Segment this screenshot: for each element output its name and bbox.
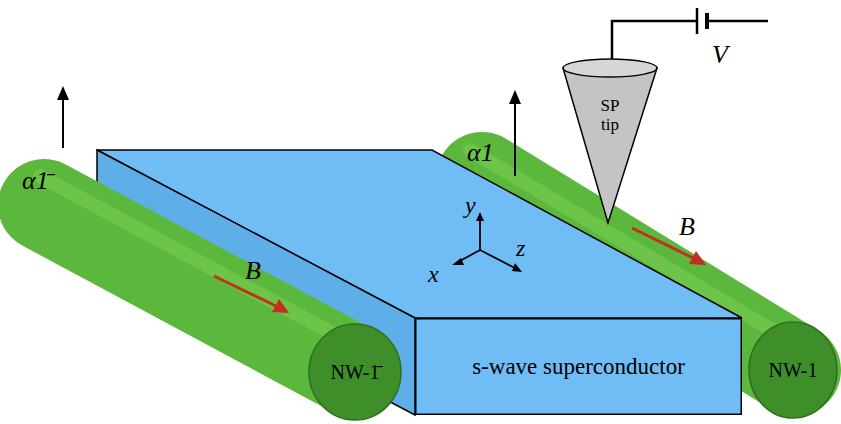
probe-tip: SP tip	[562, 58, 658, 224]
axis-label: z	[516, 236, 525, 260]
node-text: SP tip	[590, 97, 630, 134]
arrowhead	[452, 258, 464, 265]
arrowhead	[512, 263, 522, 272]
spin-label: α1	[467, 140, 494, 166]
alpha-arrow	[62, 96, 64, 148]
nanowire-end: NW-1	[747, 320, 839, 420]
nanowire-end: NW-1̄	[307, 322, 403, 422]
battery-plate	[696, 8, 699, 34]
arrowhead	[272, 299, 289, 313]
axis-line	[479, 218, 481, 250]
nanowire-body	[44, 205, 355, 372]
voltage-label: V	[712, 42, 728, 68]
alpha-arrow	[514, 100, 516, 176]
node-text: NW-1̄	[331, 361, 380, 383]
arrowhead	[476, 212, 484, 221]
spin-label: α1̄	[22, 168, 49, 194]
wire	[707, 20, 768, 23]
cone-outline	[562, 58, 658, 224]
node-text: s-wave superconductor	[472, 354, 685, 379]
nanowire-highlight	[40, 176, 345, 340]
superconductor-face: s-wave superconductor	[415, 318, 742, 415]
arrowhead	[689, 251, 706, 265]
axis-label: y	[465, 193, 476, 217]
field-label: B	[245, 258, 261, 284]
node-text: NW-1	[769, 359, 818, 381]
arrowhead	[509, 90, 521, 104]
axis-line	[480, 250, 515, 268]
axis-label: x	[428, 262, 439, 286]
field-label: B	[679, 214, 695, 240]
arrowhead	[57, 86, 69, 100]
